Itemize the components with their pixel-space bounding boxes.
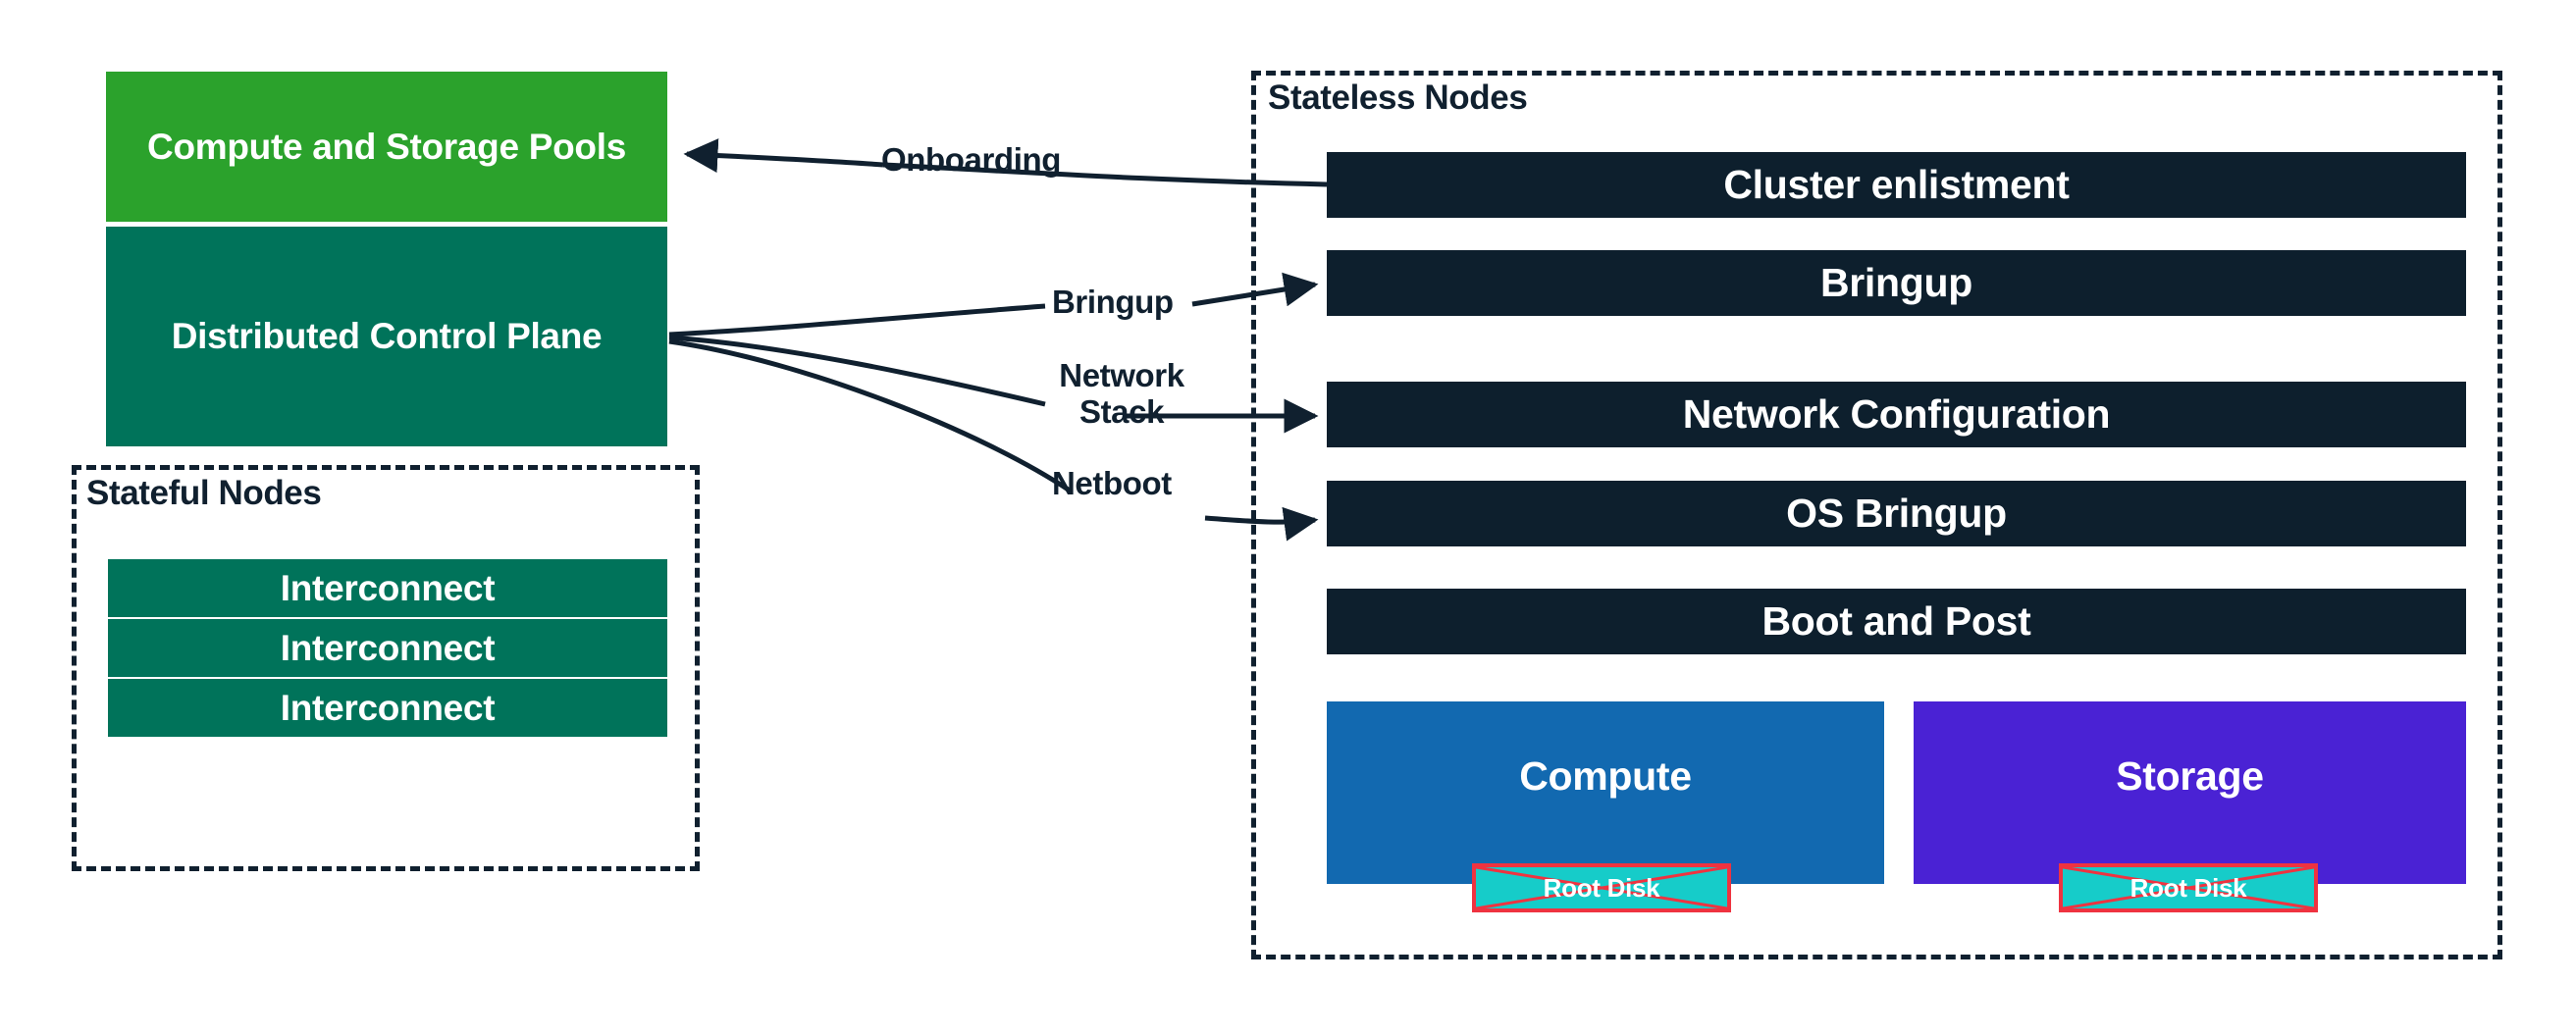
stage-label: Cluster enlistment: [1723, 161, 2070, 207]
storage-node-box[interactable]: Storage: [1914, 701, 2466, 884]
compute-root-disk-box[interactable]: Root Disk: [1472, 863, 1731, 912]
storage-root-disk-box[interactable]: Root Disk: [2059, 863, 2318, 912]
compute-node-label: Compute: [1519, 753, 1692, 800]
stage-label: Bringup: [1819, 259, 1973, 305]
stage-label: Boot and Post: [1761, 597, 2031, 644]
root-disk-strikeout-icon: [2063, 867, 2314, 908]
stage-box-boot-and-post[interactable]: Boot and Post: [1327, 589, 2466, 654]
interconnect-box-3[interactable]: Interconnect: [108, 679, 667, 737]
edge-label-netboot: Netboot: [1052, 465, 1172, 501]
stateless-nodes-label: Stateless Nodes: [1268, 78, 1528, 117]
interconnect-box-2[interactable]: Interconnect: [108, 619, 667, 677]
stateful-nodes-label: Stateful Nodes: [86, 474, 322, 512]
edge-netboot: [668, 338, 1319, 542]
edge-bringup: [668, 272, 1319, 337]
edge-label-bringup: Bringup: [1052, 284, 1174, 320]
distributed-control-plane-label: Distributed Control Plane: [171, 316, 603, 357]
root-disk-strikeout-icon: [1476, 867, 1727, 908]
stage-label: OS Bringup: [1786, 490, 2007, 536]
distributed-control-plane-box[interactable]: Distributed Control Plane: [106, 227, 667, 446]
edge-label-onboarding: Onboarding: [881, 141, 1061, 178]
stateful-nodes-group: [72, 465, 700, 871]
stateless-nodes-group: [1251, 71, 2502, 959]
root-disk-label: Root Disk: [2129, 872, 2247, 903]
interconnect-label: Interconnect: [280, 567, 496, 608]
edge-label-network-stack: Network Stack: [1059, 357, 1184, 430]
storage-node-label: Storage: [2116, 753, 2264, 800]
root-disk-label: Root Disk: [1543, 872, 1660, 903]
stage-box-os-bringup[interactable]: OS Bringup: [1327, 481, 2466, 546]
stage-box-cluster-enlistment[interactable]: Cluster enlistment: [1327, 152, 2466, 218]
edge-network-stack: [668, 335, 1319, 434]
stage-box-bringup[interactable]: Bringup: [1327, 250, 2466, 316]
stage-box-network-configuration[interactable]: Network Configuration: [1327, 382, 2466, 447]
interconnect-box-1[interactable]: Interconnect: [108, 559, 667, 617]
compute-and-storage-pools-box[interactable]: Compute and Storage Pools: [106, 72, 667, 222]
stage-label: Network Configuration: [1682, 390, 2111, 437]
compute-node-box[interactable]: Compute: [1327, 701, 1884, 884]
interconnect-label: Interconnect: [280, 627, 496, 668]
interconnect-label: Interconnect: [280, 687, 496, 728]
compute-and-storage-pools-label: Compute and Storage Pools: [147, 126, 626, 167]
